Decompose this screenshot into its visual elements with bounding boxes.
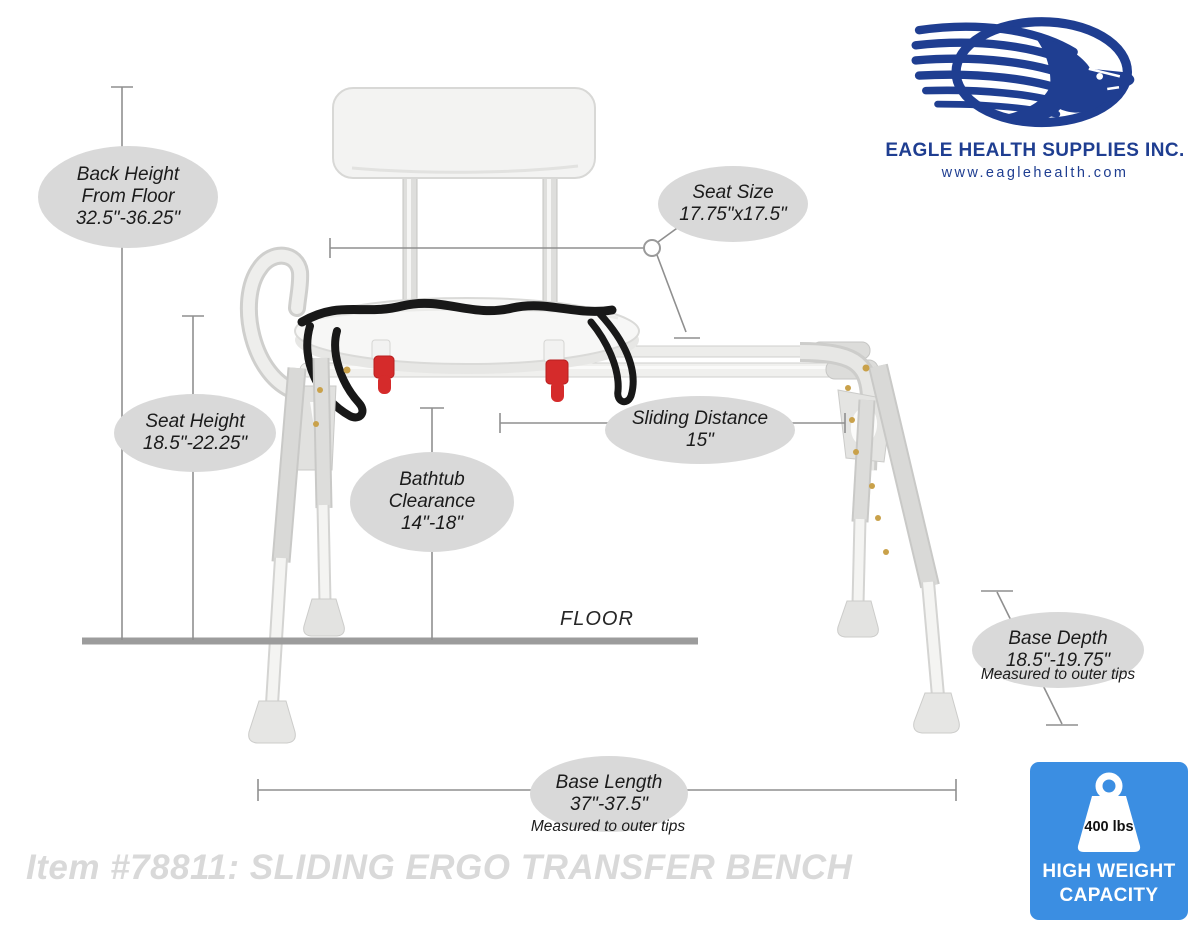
- callout-bathtub-clearance: Bathtub Clearance 14"-18": [350, 452, 514, 552]
- callout-seat-height: Seat Height 18.5"-22.25": [114, 394, 276, 472]
- base-depth-note: Measured to outer tips: [980, 666, 1136, 683]
- base-depth-value: 18.5"-19.75": [1005, 650, 1111, 671]
- badge-caption: HIGH WEIGHT CAPACITY: [1042, 861, 1176, 906]
- slide-clamps: [371, 339, 569, 402]
- item-title: Item #78811: SLIDING ERGO TRANSFER BENCH: [26, 848, 853, 887]
- sliding-distance-value: 15": [686, 430, 714, 451]
- backrest-posts: [402, 173, 558, 313]
- screws: [313, 364, 889, 555]
- callout-sliding-distance: Sliding Distance 15": [605, 396, 795, 464]
- left-legs: [248, 357, 345, 744]
- base-length-value: 37"-37.5": [570, 794, 648, 815]
- callout-seat-size: Seat Size 17.75"x17.5": [658, 166, 808, 242]
- base-depth-label: Base Depth: [1008, 627, 1108, 649]
- seat-height-label: Seat Height: [145, 410, 245, 432]
- bathtub-clearance-label: Bathtub Clearance: [388, 468, 476, 512]
- back-height-label: Back Height From Floor: [76, 163, 180, 207]
- right-back-foot: [837, 600, 879, 638]
- seat-size-value: 17.75"x17.5": [679, 204, 787, 225]
- weight-value: 400 lbs: [1084, 819, 1134, 835]
- eagle-icon: [911, 17, 1135, 128]
- floor-label: FLOOR: [560, 608, 634, 630]
- seat-size-marker: [643, 239, 661, 257]
- company-name: EAGLE HEALTH SUPPLIES INC.: [885, 140, 1185, 161]
- dim-seat-height: [182, 315, 204, 640]
- high-weight-capacity-badge: 400 lbs HIGH WEIGHT CAPACITY: [1030, 762, 1188, 920]
- right-front-foot: [913, 692, 960, 734]
- base-length-label: Base Length: [555, 771, 663, 793]
- weight-icon: 400 lbs: [1070, 772, 1148, 856]
- bathtub-clearance-value: 14"-18": [400, 513, 464, 535]
- transfer-bench: [239, 87, 960, 744]
- red-clamp-left: [373, 355, 395, 394]
- red-clamp-right: [545, 359, 569, 402]
- company-website: www.eaglehealth.com: [941, 165, 1129, 181]
- backrest: [332, 87, 596, 179]
- left-front-foot: [248, 700, 296, 744]
- dim-seat-size: [329, 225, 700, 339]
- company-logo: EAGLE HEALTH SUPPLIES INC. www.eagleheal…: [882, 10, 1188, 181]
- sliding-distance-label: Sliding Distance: [631, 407, 769, 429]
- seat-size-label: Seat Size: [692, 181, 774, 203]
- callout-back-height: Back Height From Floor 32.5"-36.25": [38, 146, 218, 248]
- bench-armrest: [239, 246, 310, 401]
- callout-base-length: Base Length 37"-37.5": [530, 756, 688, 832]
- callout-base-depth: Base Depth 18.5"-19.75": [972, 612, 1144, 688]
- seat-belt-strap: [297, 298, 637, 422]
- seat-height-value: 18.5"-22.25": [142, 433, 248, 454]
- base-length-note: Measured to outer tips: [530, 818, 686, 835]
- back-height-value: 32.5"-36.25": [75, 208, 181, 230]
- right-legs: [799, 342, 960, 734]
- left-back-foot: [303, 598, 345, 637]
